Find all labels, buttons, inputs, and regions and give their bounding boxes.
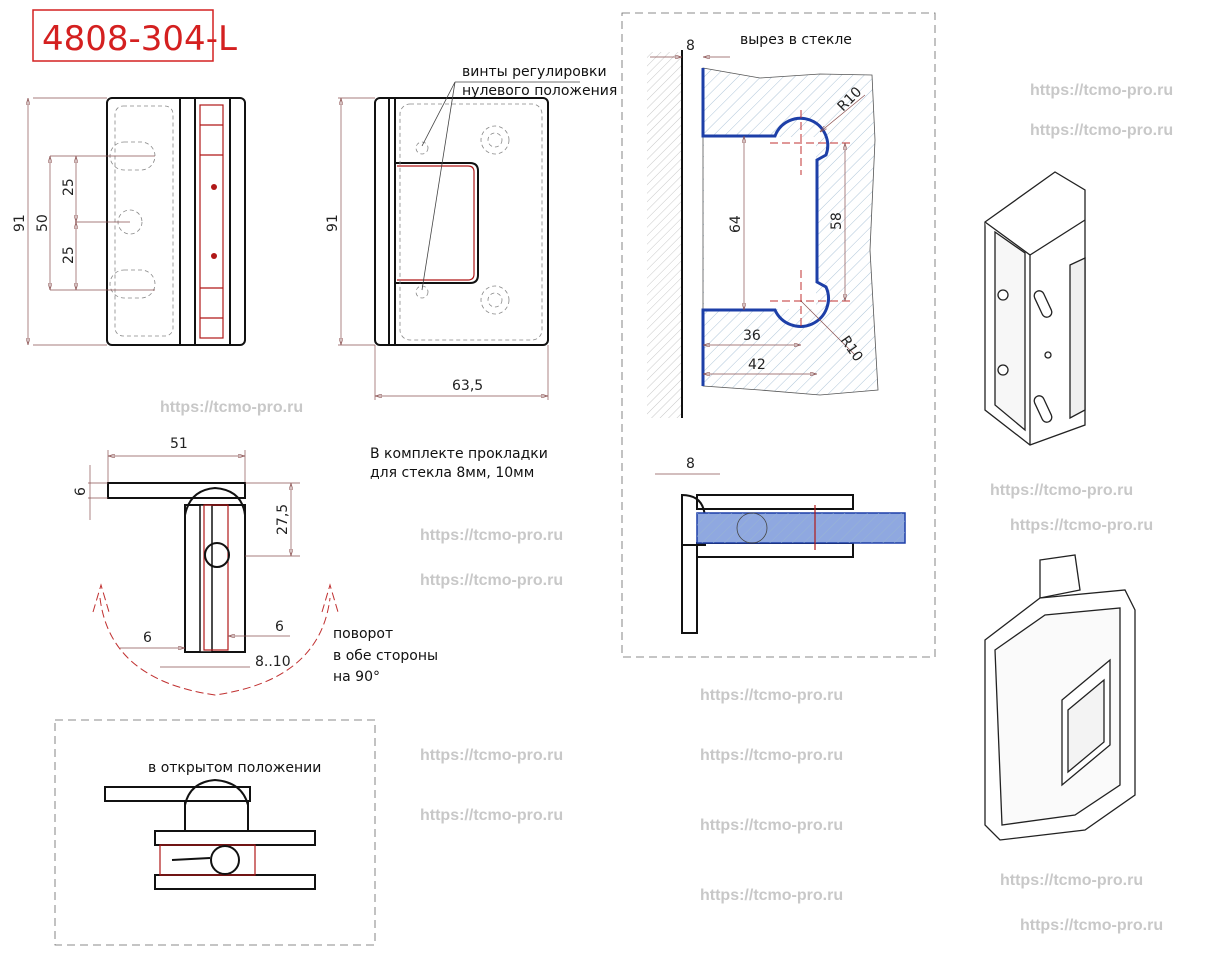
watermark-text: https://tcmo-pro.ru xyxy=(160,399,303,416)
front-view: 91 50 25 25 xyxy=(12,97,246,346)
section-dim-gap: 8 xyxy=(686,456,695,472)
side-view: винты регулировки нулевого положения 91 … xyxy=(325,64,617,400)
cutout-dim-center-span: 58 xyxy=(829,212,845,230)
glass-cutout-panel: вырез в стекле 8 64 58 R10 R10 36 42 8 xyxy=(621,12,936,658)
watermark-text: https://tcmo-pro.ru xyxy=(700,817,843,834)
watermark-layer: https://tcmo-pro.ru https://tcmo-pro.ru ht… xyxy=(160,82,1173,934)
watermark-text: https://tcmo-pro.ru xyxy=(420,747,563,764)
watermark-text: https://tcmo-pro.ru xyxy=(420,572,563,589)
top-view: 51 6 27,5 6 6 8..10 В комплекте прокладк… xyxy=(73,436,548,696)
part-number: 4808-304-L xyxy=(42,19,237,59)
dim-holes-span: 50 xyxy=(35,214,51,232)
watermark-text: https://tcmo-pro.ru xyxy=(1030,122,1173,139)
watermark-text: https://tcmo-pro.ru xyxy=(1030,82,1173,99)
side-dim-height: 91 xyxy=(325,214,341,232)
cutout-dim-wall-gap: 8 xyxy=(686,38,695,54)
rotation-note-line1: поворот xyxy=(333,626,393,642)
adjustment-screws-label-line2: нулевого положения xyxy=(462,83,617,99)
cutout-title: вырез в стекле xyxy=(740,32,852,48)
part-number-box: 4808-304-L xyxy=(32,9,237,62)
cutout-dim-inner-height: 64 xyxy=(728,215,744,233)
cutout-dim-42: 42 xyxy=(748,357,766,373)
watermark-text: https://tcmo-pro.ru xyxy=(420,807,563,824)
watermark-text: https://tcmo-pro.ru xyxy=(990,482,1133,499)
top-dim-left: 6 xyxy=(143,630,152,646)
top-dim-plate: 6 xyxy=(73,487,89,496)
watermark-text: https://tcmo-pro.ru xyxy=(1020,917,1163,934)
top-dim-right: 6 xyxy=(275,619,284,635)
open-position-panel: в открытом положении xyxy=(54,719,376,946)
product-render-open xyxy=(984,554,1136,841)
dim-upper-gap: 25 xyxy=(61,178,77,196)
watermark-text: https://tcmo-pro.ru xyxy=(1010,517,1153,534)
open-position-title: в открытом положении xyxy=(148,760,321,776)
product-render-closed xyxy=(984,171,1086,446)
gasket-note-line2: для стекла 8мм, 10мм xyxy=(370,465,534,481)
dim-height: 91 xyxy=(12,214,28,232)
adjustment-screws-label-line1: винты регулировки xyxy=(462,64,607,80)
cutout-dim-36: 36 xyxy=(743,328,761,344)
watermark-text: https://tcmo-pro.ru xyxy=(420,527,563,544)
top-dim-glass: 8..10 xyxy=(255,654,291,670)
dim-lower-gap: 25 xyxy=(61,246,77,264)
watermark-text: https://tcmo-pro.ru xyxy=(700,687,843,704)
top-dim-width: 51 xyxy=(170,436,188,452)
watermark-text: https://tcmo-pro.ru xyxy=(1000,872,1143,889)
side-dim-width: 63,5 xyxy=(452,378,483,394)
watermark-text: https://tcmo-pro.ru xyxy=(700,887,843,904)
top-dim-offset: 27,5 xyxy=(275,504,291,535)
rotation-note-line3: на 90° xyxy=(333,669,380,685)
rotation-note-line2: в обе стороны xyxy=(333,648,438,664)
gasket-note-line1: В комплекте прокладки xyxy=(370,446,548,462)
watermark-text: https://tcmo-pro.ru xyxy=(700,747,843,764)
